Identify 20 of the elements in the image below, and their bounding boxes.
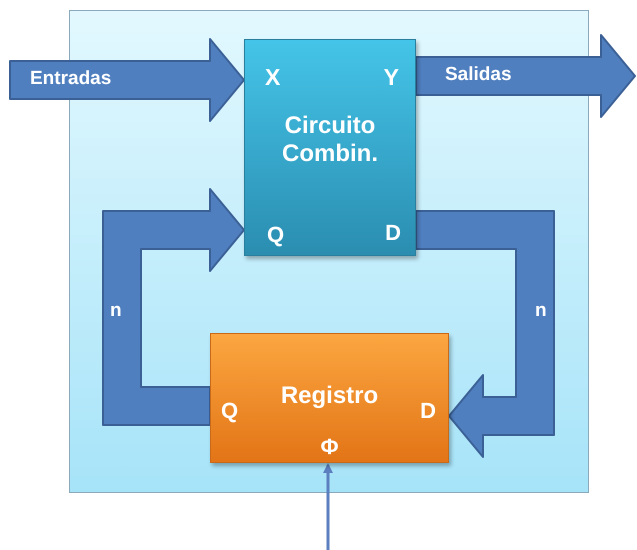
block-arrow: [415, 210, 555, 458]
port-label: Φ: [319, 434, 340, 460]
port-label: D: [385, 220, 401, 246]
block-title: Registro: [280, 382, 380, 410]
block-arrow: [415, 34, 636, 118]
block-arrow: [9, 38, 245, 122]
register-block: [210, 333, 449, 463]
arrow: [323, 463, 333, 550]
edge-label: n: [535, 300, 547, 322]
logic-block: [244, 39, 416, 256]
block-arrow: [102, 188, 245, 426]
port-label: D: [420, 398, 436, 424]
edge-label: n: [110, 300, 122, 322]
block-title: Circuito Combin.: [281, 112, 379, 168]
port-label: Q: [267, 222, 284, 248]
port-label: Y: [384, 64, 399, 90]
port-label: Q: [221, 398, 238, 424]
edge-label: Salidas: [445, 64, 512, 86]
edge-label: Entradas: [30, 68, 112, 90]
port-label: X: [265, 64, 280, 90]
